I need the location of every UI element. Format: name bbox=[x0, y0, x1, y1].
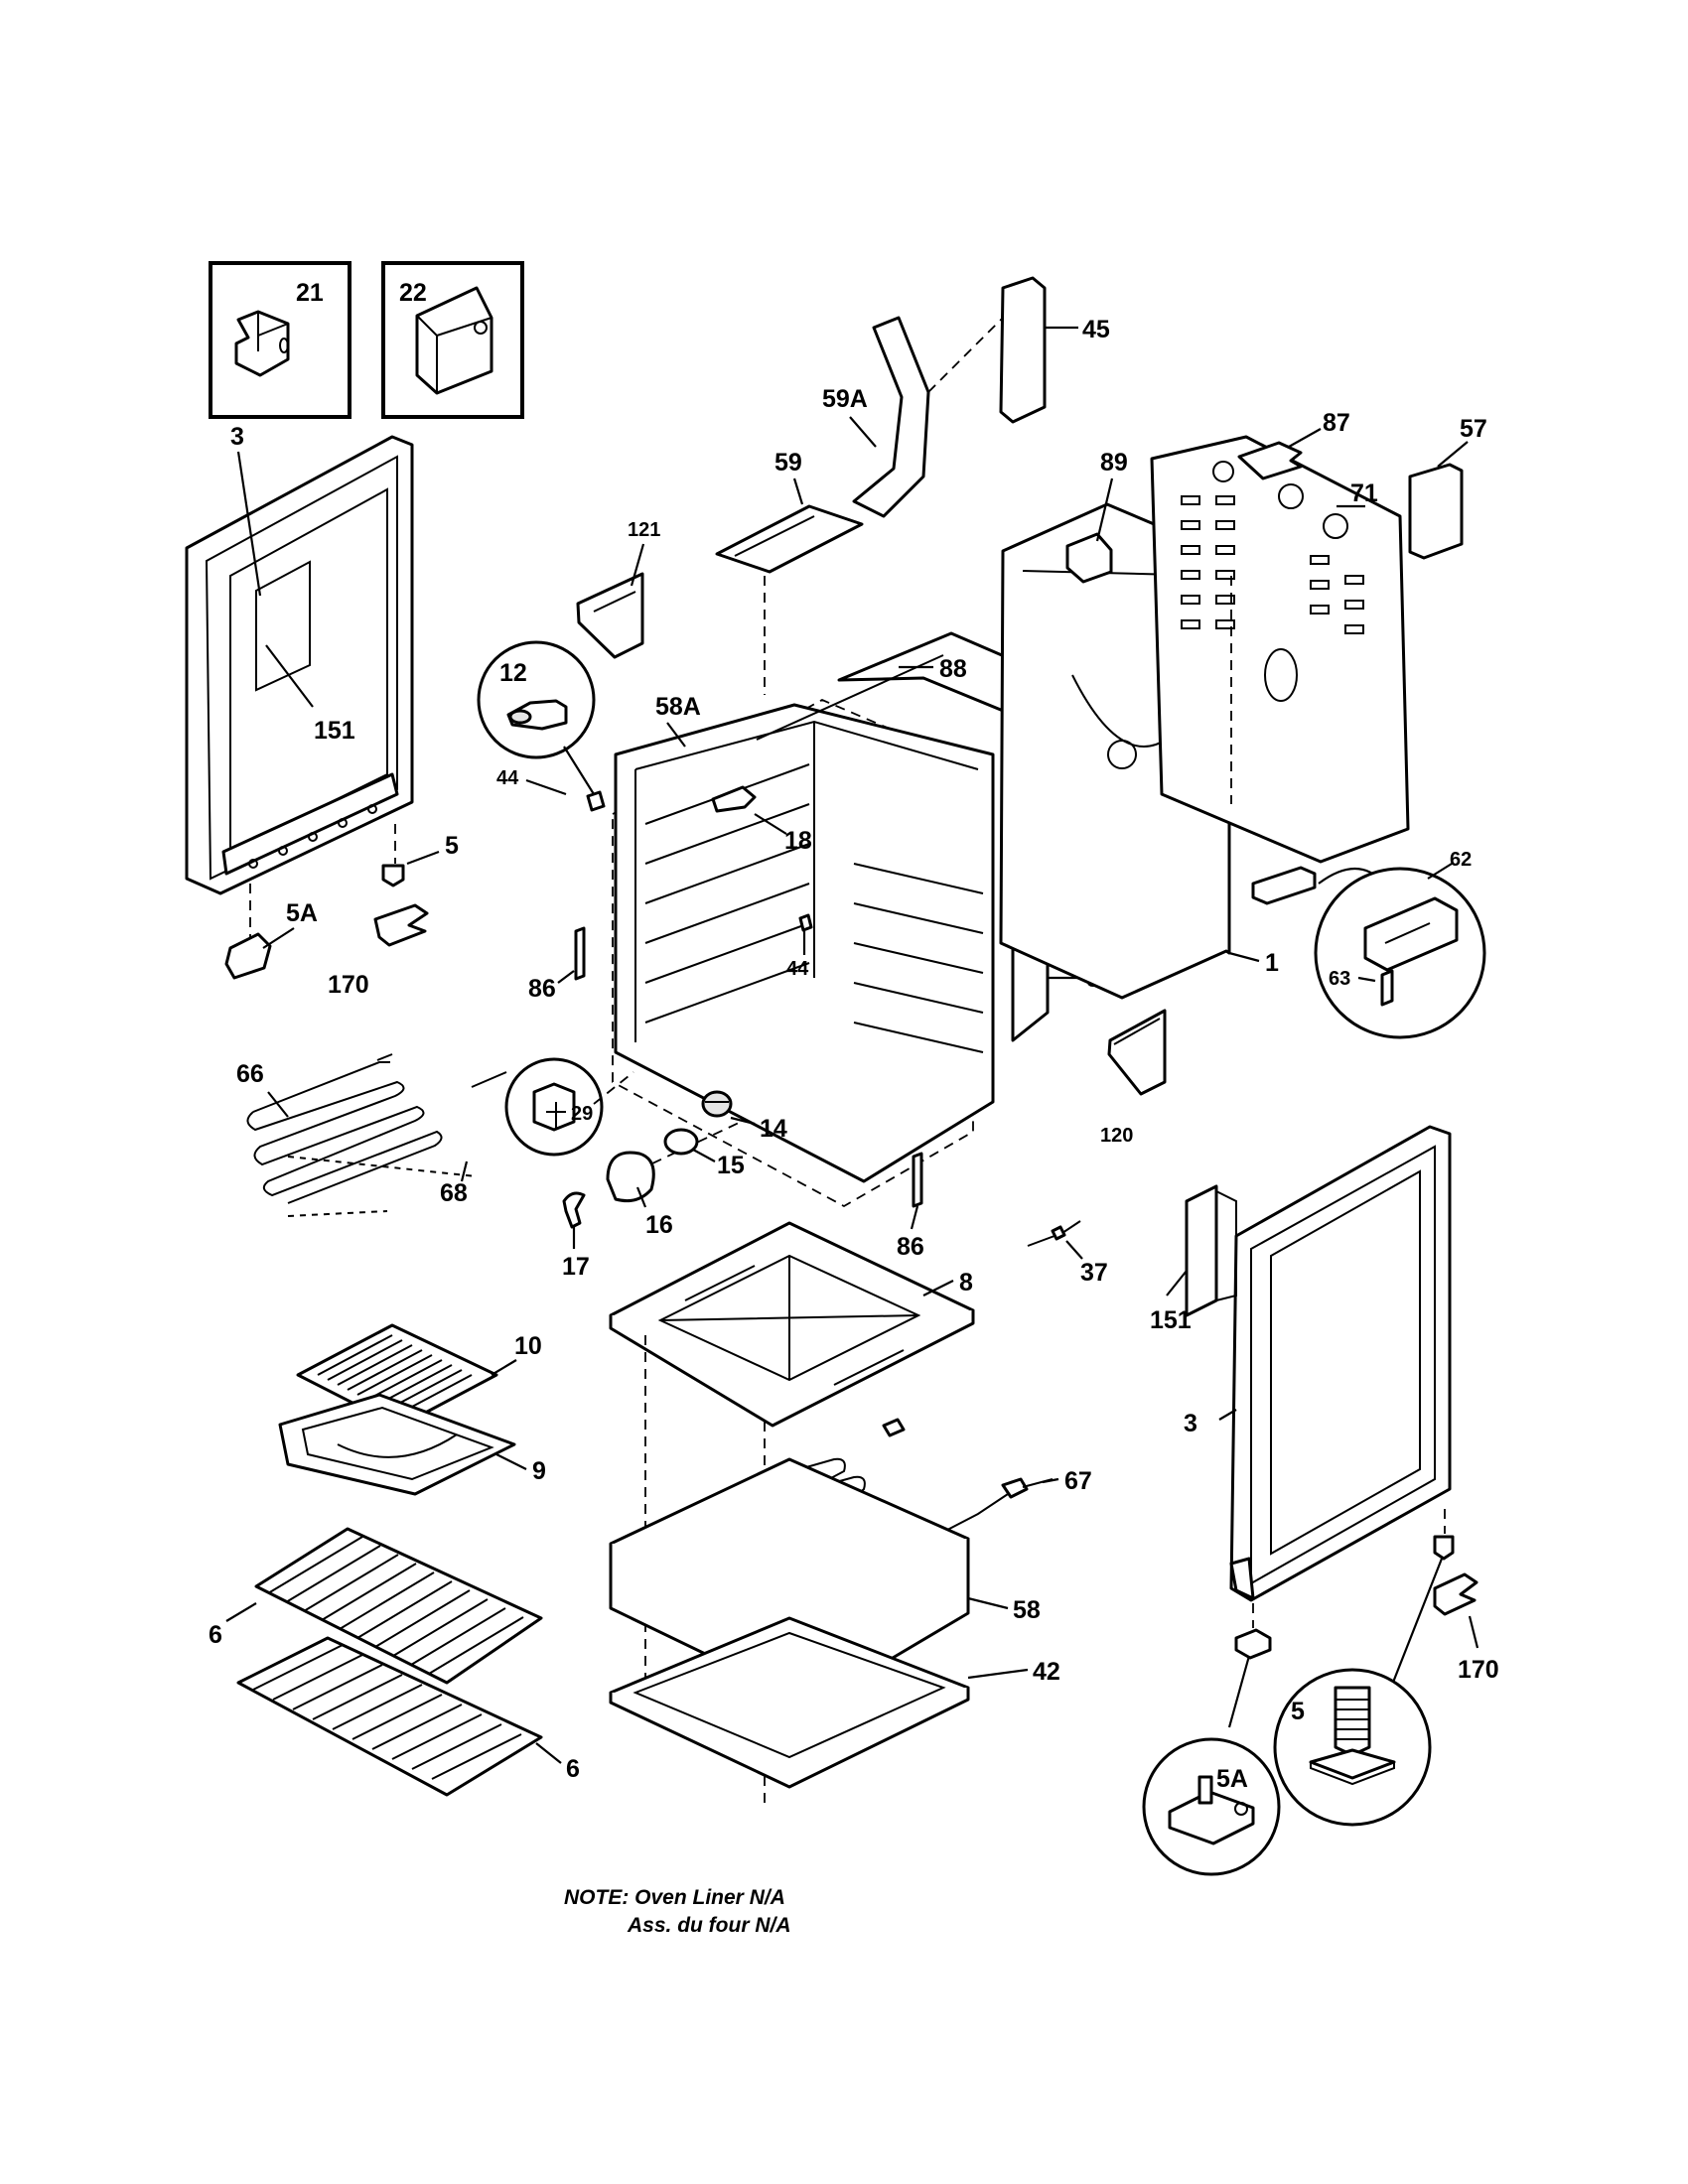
label-151-left: 151 bbox=[314, 717, 355, 745]
label-59: 59 bbox=[774, 449, 802, 477]
sensor-86-left: 86 bbox=[528, 926, 586, 1003]
label-10: 10 bbox=[514, 1332, 542, 1360]
sensor-86-right: 86 bbox=[897, 1152, 924, 1261]
label-9: 9 bbox=[532, 1457, 546, 1485]
label-58a: 58A bbox=[655, 693, 701, 721]
label-68: 68 bbox=[440, 1179, 468, 1207]
label-71: 71 bbox=[1350, 479, 1378, 507]
left-oven-door: 3 151 bbox=[185, 423, 414, 895]
label-63: 63 bbox=[1329, 968, 1350, 990]
label-88: 88 bbox=[939, 655, 967, 683]
note-line-1: NOTE: Oven Liner N/A bbox=[564, 1886, 785, 1909]
label-37: 37 bbox=[1080, 1259, 1108, 1287]
bracket-121: 121 bbox=[576, 519, 660, 659]
label-45: 45 bbox=[1082, 316, 1110, 343]
label-17: 17 bbox=[562, 1253, 590, 1281]
rear-cover-71: 71 87 57 bbox=[1150, 409, 1487, 864]
oven-cavity: 58A 18 44 bbox=[612, 693, 995, 1208]
inset-circle-12: 12 44 bbox=[477, 640, 606, 812]
label-86-right: 86 bbox=[897, 1233, 924, 1261]
label-6-top: 6 bbox=[209, 1621, 222, 1649]
label-151-right: 151 bbox=[1150, 1306, 1192, 1334]
label-1: 1 bbox=[1265, 949, 1279, 977]
label-18: 18 bbox=[784, 827, 812, 855]
inset-box-22: 22 bbox=[381, 261, 524, 419]
vent-ducts: 59 59A 45 bbox=[715, 276, 1110, 695]
label-44-top: 44 bbox=[496, 767, 519, 789]
label-66: 66 bbox=[236, 1060, 264, 1088]
label-170-left: 170 bbox=[328, 971, 369, 999]
label-42: 42 bbox=[1033, 1658, 1060, 1686]
note-line-2: Ass. du four N/A bbox=[628, 1914, 791, 1937]
broil-element-66: 66 68 bbox=[236, 1053, 507, 1217]
right-oven-door: 3 151 bbox=[1150, 1125, 1452, 1602]
oven-lamp-parts: 14 15 16 17 bbox=[562, 1090, 787, 1281]
label-21: 21 bbox=[296, 279, 324, 307]
label-3-left: 3 bbox=[230, 423, 244, 451]
label-14: 14 bbox=[760, 1115, 787, 1143]
oven-rack-top: 6 bbox=[209, 1527, 543, 1685]
label-29: 29 bbox=[571, 1103, 593, 1125]
inset-box-21: 21 bbox=[209, 261, 352, 419]
label-5-inset: 5 bbox=[1291, 1698, 1305, 1725]
label-16: 16 bbox=[645, 1211, 673, 1239]
oven-rack-bottom: 6 bbox=[236, 1636, 580, 1797]
bracket-120: 120 bbox=[1100, 1009, 1167, 1147]
inset-circle-5a: 5A bbox=[1142, 1737, 1281, 1876]
label-12: 12 bbox=[499, 659, 527, 687]
label-87: 87 bbox=[1323, 409, 1350, 437]
label-8: 8 bbox=[959, 1269, 973, 1297]
left-leg-parts: 5 5A 170 bbox=[224, 824, 459, 999]
broiler-pan-grid: 10 9 bbox=[278, 1323, 546, 1496]
label-5-left: 5 bbox=[445, 832, 459, 860]
right-leg-parts: 170 bbox=[1227, 1509, 1499, 1728]
inset-circle-29: 29 bbox=[504, 1057, 634, 1157]
terminal-block-62: 63 62 bbox=[1251, 849, 1486, 1039]
wire-37: 37 bbox=[1027, 1220, 1108, 1287]
oven-bottom-8: 8 bbox=[609, 1221, 975, 1807]
label-58: 58 bbox=[1013, 1596, 1041, 1624]
label-121: 121 bbox=[628, 519, 660, 541]
label-62: 62 bbox=[1450, 849, 1472, 871]
label-67: 67 bbox=[1064, 1467, 1092, 1495]
label-120: 120 bbox=[1100, 1125, 1133, 1147]
inset-circle-5: 5 bbox=[1273, 1668, 1432, 1827]
label-22: 22 bbox=[399, 279, 427, 307]
label-3-right: 3 bbox=[1184, 1410, 1197, 1437]
label-57: 57 bbox=[1460, 415, 1487, 443]
bottom-pan-42: 42 bbox=[609, 1616, 1060, 1789]
label-86-left: 86 bbox=[528, 975, 556, 1003]
label-89: 89 bbox=[1100, 449, 1128, 477]
label-44-mid: 44 bbox=[786, 958, 809, 980]
label-5a-inset: 5A bbox=[1216, 1765, 1248, 1793]
label-170-right: 170 bbox=[1458, 1656, 1499, 1684]
label-15: 15 bbox=[717, 1152, 745, 1179]
label-5a-left: 5A bbox=[286, 899, 318, 927]
label-6-bottom: 6 bbox=[566, 1755, 580, 1783]
label-59a: 59A bbox=[822, 385, 868, 413]
